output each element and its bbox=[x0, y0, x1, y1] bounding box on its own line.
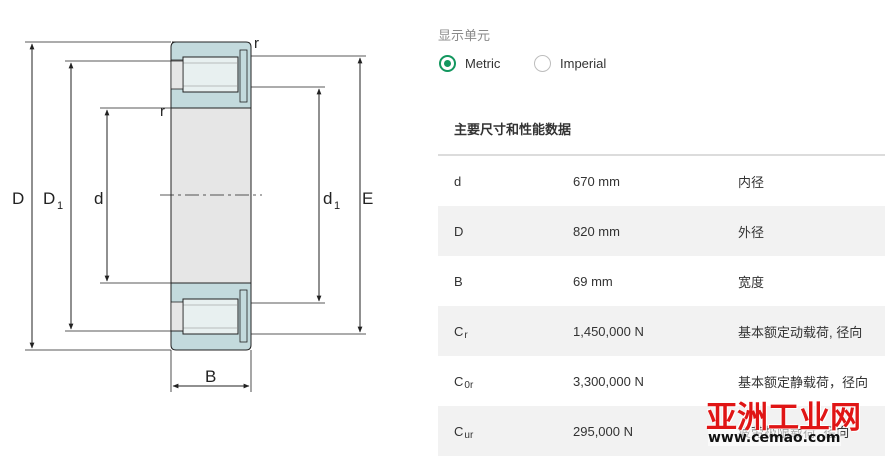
bearing-cross-section-drawing: D D 1 d d 1 E B r r bbox=[12, 35, 373, 392]
row-symbol: D bbox=[454, 223, 464, 239]
row-description: 宽度 bbox=[738, 274, 765, 290]
units-label: 显示单元 bbox=[438, 28, 491, 43]
bearing-bore bbox=[170, 107, 252, 284]
label-d1-sub: 1 bbox=[334, 200, 340, 212]
row-description: 内径 bbox=[738, 174, 765, 190]
label-r-top: r bbox=[254, 35, 259, 52]
row-description: 外径 bbox=[738, 224, 765, 240]
row-description: 疲劳极限载荷, 径向 bbox=[738, 424, 850, 440]
imperial-radio-circle[interactable] bbox=[534, 54, 551, 72]
table-row: B 69 mm 宽度 bbox=[438, 256, 885, 306]
row-symbol: d bbox=[454, 173, 462, 189]
metric-radio-label[interactable]: Metric bbox=[465, 55, 501, 71]
row-value: 1,450,000 N bbox=[573, 323, 644, 339]
label-r-mid: r bbox=[160, 103, 165, 120]
row-description: 基本额定动载荷, 径向 bbox=[738, 324, 863, 340]
section-title: 主要尺寸和性能数据 bbox=[454, 122, 572, 137]
bearing-top-section bbox=[170, 41, 252, 109]
metric-radio[interactable]: Metric bbox=[439, 53, 500, 73]
label-E: E bbox=[362, 189, 373, 208]
row-description: 基本额定静载荷，径向 bbox=[738, 374, 869, 390]
row-value: 295,000 N bbox=[573, 423, 633, 439]
table-row: D 820 mm 外径 bbox=[438, 206, 885, 256]
label-d: d bbox=[94, 189, 103, 208]
section-divider bbox=[438, 154, 885, 156]
label-d1: d bbox=[323, 189, 332, 208]
label-D: D bbox=[12, 189, 24, 208]
row-value: 69 mm bbox=[573, 273, 613, 289]
row-value: 820 mm bbox=[573, 223, 620, 239]
imperial-radio[interactable]: Imperial bbox=[534, 53, 606, 73]
row-value: 3,300,000 N bbox=[573, 373, 644, 389]
metric-radio-circle[interactable] bbox=[439, 54, 456, 72]
label-D1-sub: 1 bbox=[57, 200, 63, 212]
bearing-bottom-section bbox=[170, 282, 252, 351]
table-row: d 670 mm 内径 bbox=[438, 156, 885, 206]
row-symbol: B bbox=[454, 273, 463, 289]
imperial-radio-label[interactable]: Imperial bbox=[560, 55, 607, 71]
row-value: 670 mm bbox=[573, 173, 620, 189]
label-B: B bbox=[205, 367, 216, 386]
label-D1: D bbox=[43, 189, 55, 208]
